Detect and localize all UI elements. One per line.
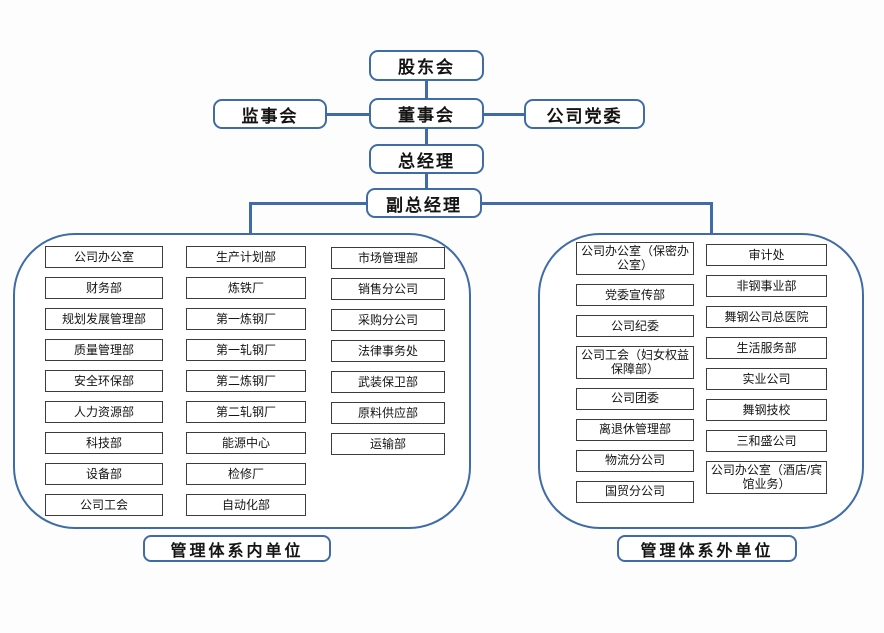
inside-group-column-2: 生产计划部炼铁厂第一炼钢厂第一轧钢厂第二炼钢厂第二轧钢厂能源中心检修厂自动化部	[186, 246, 306, 516]
connector-line	[425, 129, 428, 145]
unit-box: 第二轧钢厂	[186, 401, 306, 423]
outside-group-column-2: 审计处非钢事业部舞钢公司总医院生活服务部实业公司舞钢技校三和盛公司公司办公室（酒…	[706, 244, 827, 494]
unit-box: 三和盛公司	[706, 430, 827, 452]
unit-box: 能源中心	[186, 432, 306, 454]
unit-box: 公司纪委	[576, 314, 694, 337]
unit-box: 炼铁厂	[186, 277, 306, 299]
unit-box: 物流分公司	[576, 449, 694, 472]
unit-box: 检修厂	[186, 463, 306, 485]
unit-box: 离退休管理部	[576, 418, 694, 441]
unit-box: 原料供应部	[331, 402, 445, 424]
unit-box: 实业公司	[706, 368, 827, 390]
unit-box: 公司办公室（保密办公室）	[576, 242, 694, 275]
unit-box: 采购分公司	[331, 309, 445, 331]
unit-box: 公司办公室（酒店/宾馆业务）	[706, 461, 827, 494]
unit-box: 安全环保部	[45, 370, 163, 392]
unit-box: 销售分公司	[331, 278, 445, 300]
unit-box: 舞钢公司总医院	[706, 306, 827, 328]
connector-line	[484, 113, 524, 116]
unit-box: 人力资源部	[45, 401, 163, 423]
inside-group-column-3: 市场管理部销售分公司采购分公司法律事务处武装保卫部原料供应部运输部	[331, 247, 445, 455]
unit-box: 公司工会	[45, 494, 163, 516]
unit-box: 自动化部	[186, 494, 306, 516]
unit-box: 舞钢技校	[706, 399, 827, 421]
connector-line	[249, 202, 252, 234]
unit-box: 运输部	[331, 433, 445, 455]
org-node-deputy-general-manager: 副总经理	[366, 188, 482, 218]
unit-box: 武装保卫部	[331, 371, 445, 393]
unit-box: 法律事务处	[331, 340, 445, 362]
group-label-outside: 管理体系外单位	[617, 535, 797, 562]
org-node-shareholders: 股东会	[369, 50, 484, 81]
unit-box: 生活服务部	[706, 337, 827, 359]
unit-box: 第一轧钢厂	[186, 339, 306, 361]
unit-box: 国贸分公司	[576, 480, 694, 503]
unit-box: 公司工会（妇女权益保障部）	[576, 345, 694, 379]
org-node-board-of-directors: 董事会	[369, 98, 484, 129]
unit-box: 财务部	[45, 277, 163, 299]
unit-box: 第二炼钢厂	[186, 370, 306, 392]
unit-box: 党委宣传部	[576, 283, 694, 306]
unit-box: 第一炼钢厂	[186, 308, 306, 330]
connector-line	[249, 202, 367, 205]
outside-group-column-1: 公司办公室（保密办公室） 党委宣传部公司纪委公司工会（妇女权益保障部） 公司团委离退…	[576, 242, 694, 503]
connector-line	[425, 174, 428, 190]
unit-box: 科技部	[45, 432, 163, 454]
unit-box: 公司团委	[576, 387, 694, 410]
unit-box: 设备部	[45, 463, 163, 485]
org-node-supervisory-board: 监事会	[213, 99, 327, 129]
unit-box: 非钢事业部	[706, 275, 827, 297]
connector-line	[425, 81, 428, 100]
org-node-general-manager: 总经理	[369, 144, 484, 174]
unit-box: 公司办公室	[45, 246, 163, 268]
inside-group-column-1: 公司办公室财务部规划发展管理部质量管理部安全环保部人力资源部科技部设备部公司工会	[45, 246, 163, 516]
unit-box: 质量管理部	[45, 339, 163, 361]
connector-line	[481, 202, 712, 205]
connector-line	[327, 113, 370, 116]
unit-box: 生产计划部	[186, 246, 306, 268]
unit-box: 规划发展管理部	[45, 308, 163, 330]
unit-box: 市场管理部	[331, 247, 445, 269]
unit-box: 审计处	[706, 244, 827, 266]
connector-line	[710, 202, 713, 234]
group-label-inside: 管理体系内单位	[143, 535, 331, 562]
org-node-party-committee: 公司党委	[524, 99, 645, 129]
